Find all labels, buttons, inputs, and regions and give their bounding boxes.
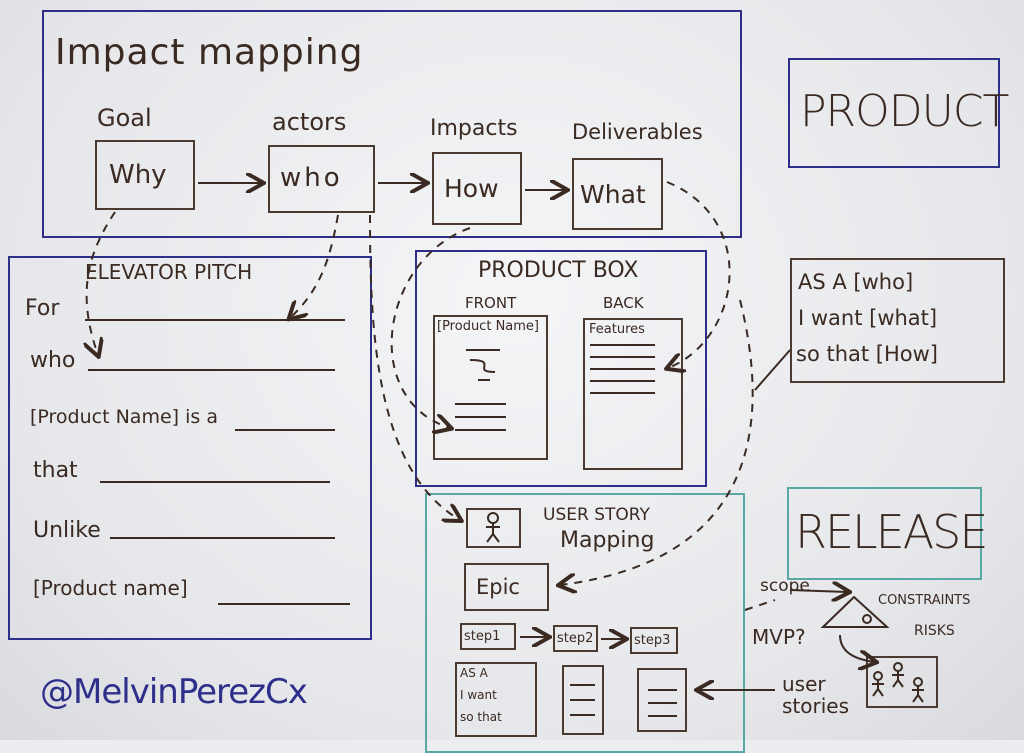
risks-label: RISKS [914,623,955,639]
product-frame: PRODUCT [788,58,1009,168]
dashed-to-epic [560,299,754,585]
step3-card: step3 [630,627,678,654]
product-box-frame [415,250,707,487]
dashed-who-to-for [290,214,339,318]
release-title: RELEASE [795,505,988,559]
step2-card: step2 [553,625,598,652]
pitch-line-unlike: Unlike [33,518,101,543]
arrow-to-team [839,634,875,662]
dashed-why-to-who [87,211,116,355]
template-as-a: AS A [who] [798,270,914,294]
step2-text: step2 [557,631,594,646]
usm-title-2: Mapping [560,528,655,553]
how-text: How [444,174,499,203]
team-card [866,656,938,708]
box-front-sheet: [Product Name] [433,315,548,460]
box-back-sheet: Features [583,318,683,470]
elevator-pitch-title: ELEVATOR PITCH [85,260,253,284]
clock-icon [862,614,872,624]
how-box: How [432,152,522,225]
dashed-what-to-back [667,181,731,368]
back-features: Features [589,322,645,337]
card-so-that: so that [460,710,502,724]
release-frame: RELEASE [787,487,988,580]
pitch-line-product-name: [Product Name] is a [30,406,218,428]
story-card-2 [562,665,604,735]
impact-mapping-title: Impact mapping [55,32,364,73]
front-label: FRONT [465,294,517,312]
actors-label: actors [272,108,347,136]
step1-card: step1 [460,623,516,650]
template-i-want: I want [what] [798,306,938,330]
user-stories-label-1: user [782,672,826,696]
deliverables-label: Deliverables [572,120,703,144]
step3-text: step3 [634,633,671,648]
card-as-a: AS A [460,666,488,680]
who-text: who [280,163,343,193]
constraints-label: CONSTRAINTS [878,593,971,608]
back-label: BACK [603,294,644,312]
persona-card [466,508,521,548]
signature: @MelvinPerezCx [40,672,308,712]
why-text: Why [109,160,167,190]
usm-title-1: USER STORY [543,505,650,525]
pitch-line-product-name-2: [Product name] [33,576,188,600]
impact-mapping-frame [42,10,742,238]
who-box: who [268,145,375,213]
card-i-want: I want [460,688,497,702]
mvp-label: MVP? [752,625,806,649]
user-story-template-frame: AS A [who] I want [what] so that [How] [790,258,1005,383]
why-box: Why [95,140,195,210]
front-product-name: [Product Name] [437,319,539,334]
pitch-line-for: For [25,296,60,321]
step1-text: step1 [464,629,501,644]
pitch-line-that: that [33,458,78,483]
team-stick-figures-icon [872,662,924,703]
epic-card: Epic [464,563,549,611]
dashed-who-to-usm [369,214,460,520]
product-title: PRODUCT [800,86,1009,137]
iron-triangle-icon [820,595,890,628]
template-so-that: so that [How] [796,342,938,366]
connector-template [754,349,791,391]
what-box: What [572,158,663,230]
arrow-scope [789,590,848,592]
story-card: AS A I want so that [455,662,537,737]
product-box-title: PRODUCT BOX [478,258,639,283]
dashed-scope [744,599,776,611]
user-stories-label-2: stories [782,694,850,718]
epic-text: Epic [476,575,520,599]
impacts-label: Impacts [430,116,518,141]
dashed-how-to-front [390,227,471,428]
elevator-pitch-frame [8,256,372,640]
what-text: What [580,180,646,209]
story-card-3 [637,668,687,732]
goal-label: Goal [97,104,152,132]
persona-stick-figure-icon [486,512,500,543]
pitch-line-who: who [30,348,76,373]
